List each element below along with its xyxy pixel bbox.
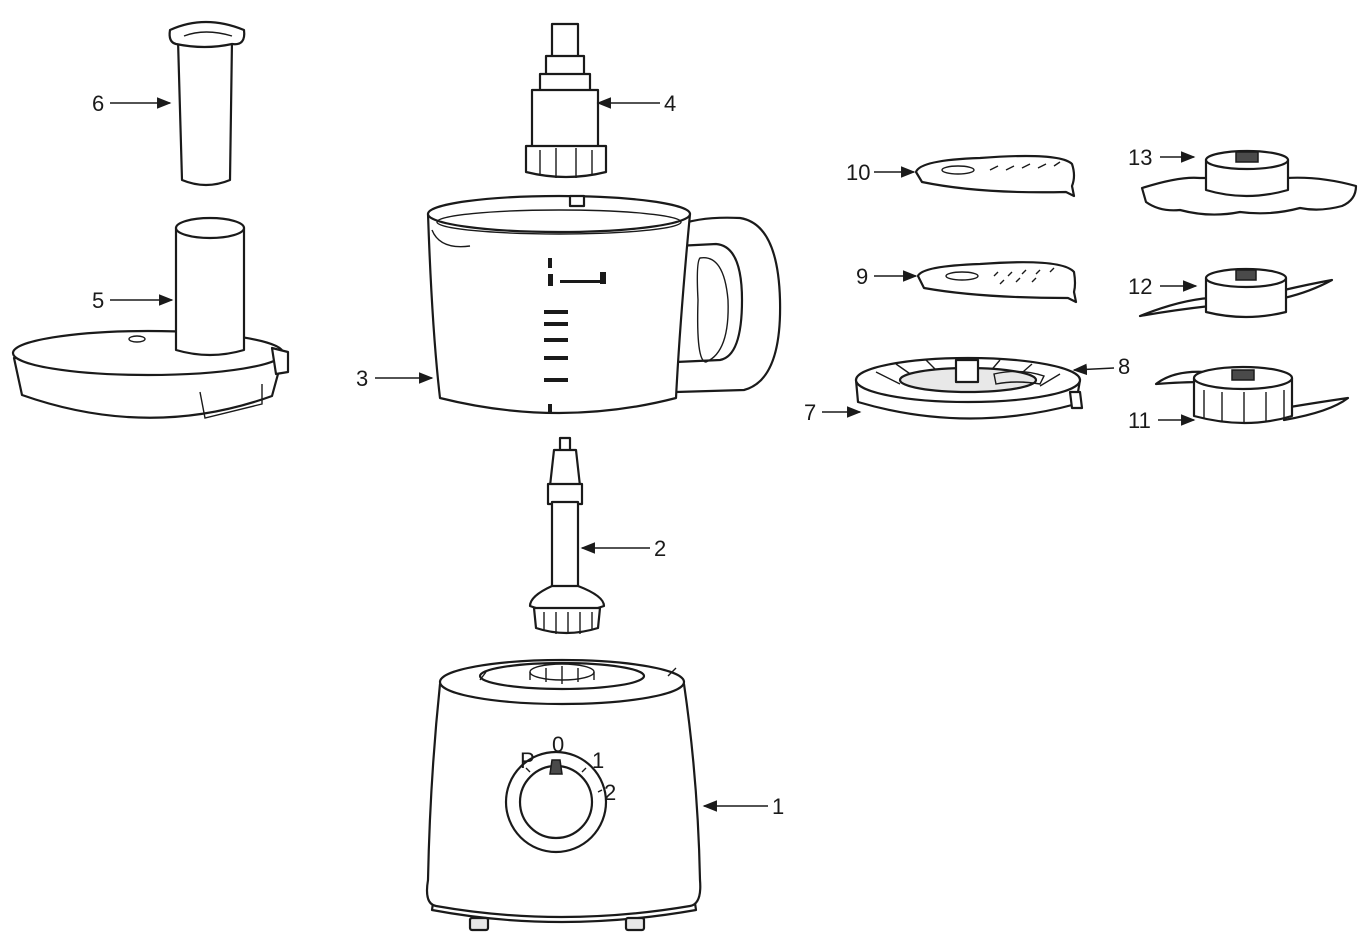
part-spindle (528, 436, 606, 635)
part-disc-13 (1140, 149, 1358, 216)
part-blade-11 (1154, 365, 1350, 425)
callout-7: 7 (804, 400, 816, 425)
callout-3: 3 (356, 366, 368, 391)
part-disc-9 (916, 261, 1078, 304)
part-disc-holder (854, 356, 1084, 420)
callout-12: 12 (1128, 274, 1152, 299)
part-pusher (168, 20, 246, 187)
svg-text:0: 0 (552, 732, 564, 757)
callout-1: 1 (772, 794, 784, 819)
part-disc-10 (914, 154, 1076, 198)
callout-2: 2 (654, 536, 666, 561)
speed-control-dial: P 0 1 2 (504, 732, 616, 854)
callout-13: 13 (1128, 145, 1152, 170)
callout-6: 6 (92, 91, 104, 116)
part-drive-coupler (524, 22, 608, 179)
callout-leaders (110, 97, 1198, 812)
svg-text:2: 2 (604, 780, 616, 805)
bowl-measuring-marks (544, 258, 606, 414)
part-blade-12 (1138, 267, 1334, 319)
callout-10: 10 (846, 160, 870, 185)
callout-8: 8 (1118, 354, 1130, 379)
svg-text:P: P (520, 748, 535, 773)
callout-4: 4 (664, 91, 676, 116)
part-motor-base: P 0 1 2 (425, 658, 702, 932)
part-bowl (426, 194, 782, 415)
callout-5: 5 (92, 288, 104, 313)
callout-11: 11 (1128, 408, 1151, 433)
callout-9: 9 (856, 264, 868, 289)
part-lid-feed-tube (11, 216, 290, 419)
callout-numbers: 1 2 3 4 5 6 7 8 9 10 11 12 13 (92, 91, 1152, 819)
svg-text:1: 1 (592, 748, 604, 773)
